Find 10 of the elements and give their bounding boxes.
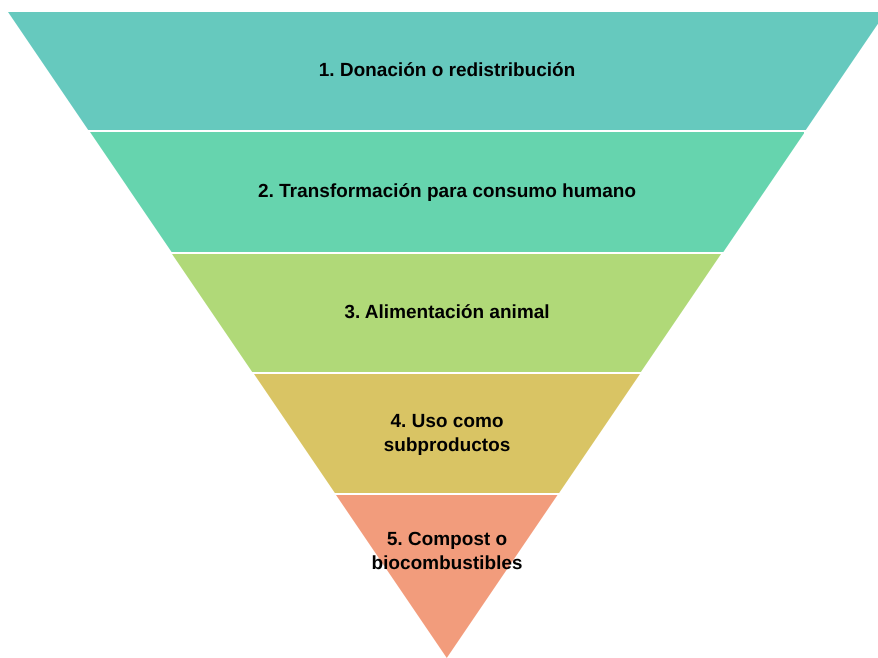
tier-label: 4. Uso como subproductos: [382, 410, 512, 458]
pyramid-tier: [172, 254, 722, 372]
pyramid-tier: [336, 495, 558, 658]
pyramid-tier: [90, 132, 804, 252]
tier-label: 2. Transformación para consumo humano: [258, 180, 636, 204]
tier-label: 1. Donación o redistribución: [318, 59, 576, 83]
pyramid-tier: [254, 374, 640, 493]
pyramid-tier: [8, 12, 878, 130]
tier-label: 5. Compost o biocombustibles: [372, 528, 522, 576]
tier-label: 3. Alimentación animal: [344, 301, 550, 325]
